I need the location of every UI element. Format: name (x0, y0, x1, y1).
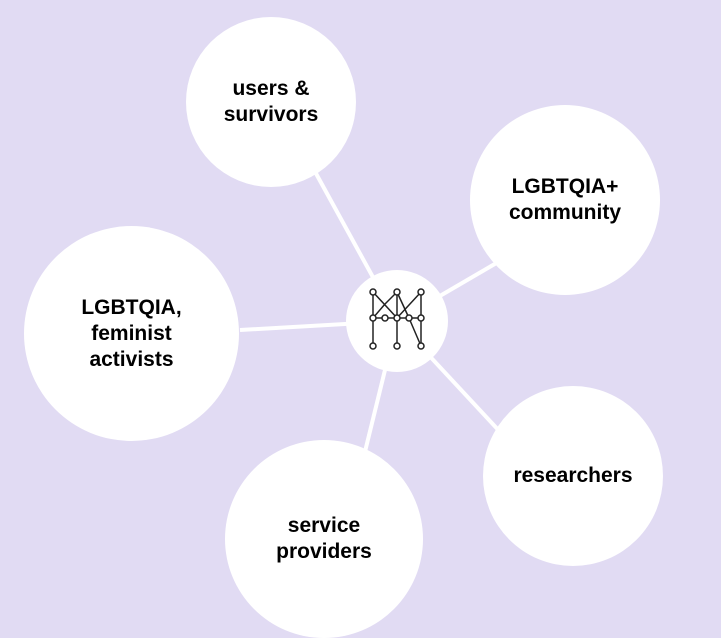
node-label: LGBTQIA, feminist activists (81, 295, 182, 371)
node-label: LGBTQIA+ community (508, 175, 621, 224)
node-researchers: researchers (483, 386, 663, 566)
hub-node (346, 270, 448, 372)
node-users-survivors: users & survivors (186, 17, 356, 187)
node-label: users & survivors (223, 77, 319, 126)
node-label: researchers (513, 464, 633, 487)
network-logo-icon (369, 288, 425, 350)
node-lgbtqia-feminist-activists: LGBTQIA, feminist activists (24, 226, 239, 441)
node-lgbtqia-community: LGBTQIA+ community (470, 105, 660, 295)
node-label: service providers (276, 514, 372, 563)
node-service-providers: service providers (225, 440, 423, 638)
